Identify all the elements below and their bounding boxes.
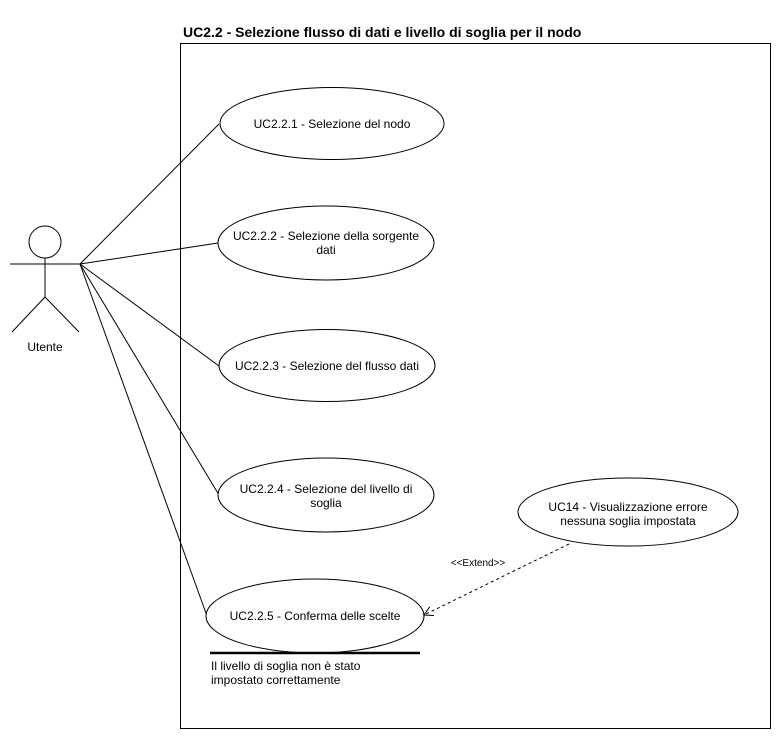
use-case-uc14[interactable]: UC14 - Visualizzazione errore nessuna so… bbox=[517, 477, 739, 547]
use-case-ellipse bbox=[217, 205, 435, 281]
use-case-ellipse bbox=[217, 457, 435, 533]
diagram-title: UC2.2 - Selezione flusso di dati e livel… bbox=[183, 24, 581, 40]
use-case-label: UC2.2.1 - Selezione del nodo bbox=[254, 117, 411, 131]
use-case-ellipse bbox=[517, 477, 739, 547]
use-case-label-line-2: nessuna soglia impostata bbox=[560, 514, 696, 528]
use-case-uc225[interactable]: UC2.2.5 - Conferma delle scelte bbox=[205, 578, 425, 654]
association-uc225 bbox=[79, 263, 208, 617]
association-uc223 bbox=[79, 263, 220, 367]
association-uc222 bbox=[79, 242, 219, 265]
condition-note-line-1: Il livello di soglia non è stato bbox=[211, 659, 361, 673]
use-case-uc222[interactable]: UC2.2.2 - Selezione della sorgente dati bbox=[217, 205, 435, 281]
actor-right-leg bbox=[44, 296, 80, 333]
actor-label: Utente bbox=[27, 340, 63, 354]
associations bbox=[79, 123, 223, 617]
use-case-ellipse bbox=[218, 329, 436, 402]
extend-arrow bbox=[424, 543, 570, 615]
use-case-ellipse bbox=[219, 87, 445, 160]
association-uc224 bbox=[79, 263, 223, 501]
actor-left-leg bbox=[11, 296, 46, 333]
use-case-uc224[interactable]: UC2.2.4 - Selezione del livello di sogli… bbox=[217, 457, 435, 533]
use-case-uc221[interactable]: UC2.2.1 - Selezione del nodo bbox=[219, 87, 445, 160]
use-case-label-line-1: UC2.2.4 - Selezione del livello di bbox=[240, 482, 413, 496]
actor-utente[interactable]: Utente bbox=[10, 225, 80, 354]
use-case-uc223[interactable]: UC2.2.3 - Selezione del flusso dati bbox=[218, 329, 436, 402]
use-case-label-line-2: soglia bbox=[310, 496, 342, 510]
actor-head bbox=[28, 225, 62, 259]
extend-label: <<Extend>> bbox=[451, 558, 506, 569]
use-case-label-line-1: UC14 - Visualizzazione errore bbox=[548, 500, 708, 514]
use-case-label: UC2.2.3 - Selezione del flusso dati bbox=[235, 359, 419, 373]
association-uc221 bbox=[79, 123, 220, 265]
use-case-label-line-2: dati bbox=[316, 243, 335, 257]
use-case-label: UC2.2.5 - Conferma delle scelte bbox=[230, 609, 401, 623]
use-case-label-line-1: UC2.2.2 - Selezione della sorgente bbox=[233, 229, 419, 243]
condition-note-line-2: impostato correttamente bbox=[211, 673, 341, 687]
